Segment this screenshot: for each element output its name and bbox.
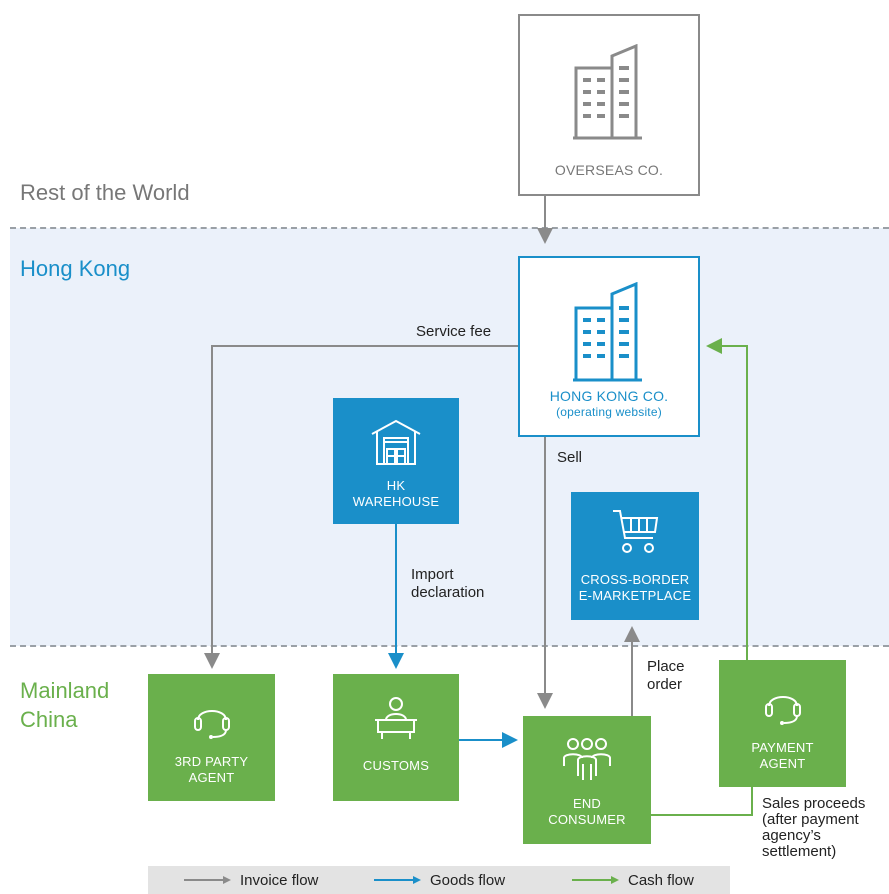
invoice-flow-service-fee (204, 345, 518, 669)
shopping-cart-icon (613, 510, 659, 553)
customs-node: CUSTOMS (333, 674, 459, 801)
hong-kong-company-sublabel: (operating website) (556, 405, 662, 419)
hk-warehouse-label: HK WAREHOUSE (352, 478, 440, 509)
legend: Invoice flow Goods flow Cash flow (148, 866, 730, 894)
building-icon (573, 282, 642, 382)
legend-invoice-flow: Invoice flow (184, 866, 318, 894)
legend-goods-flow: Goods flow (374, 866, 505, 894)
building-icon (573, 44, 642, 140)
end-consumer-label: END CONSUMER (548, 796, 626, 827)
hk-warehouse-node: HK WAREHOUSE (333, 398, 459, 524)
cash-flow-payment-agent-to-hk (706, 338, 748, 660)
headset-icon (193, 710, 230, 739)
cash-flow-consumer-to-payment-agent (651, 787, 753, 816)
hong-kong-company-label: HONG KONG CO. (549, 388, 669, 404)
region-label-mainland-china: Mainland China (20, 678, 110, 732)
end-consumer-node: END CONSUMER (523, 716, 651, 844)
grey-arrow-icon (184, 876, 231, 884)
lower-region-divider (10, 645, 889, 647)
legend-cash-flow: Cash flow (572, 866, 694, 894)
region-label-rest-of-world: Rest of the World (20, 180, 190, 205)
blue-arrow-icon (374, 876, 421, 884)
overseas-company-node: OVERSEAS CO. (518, 14, 700, 196)
payment-agent-label: PAYMENT AGENT (751, 740, 814, 771)
region-label-hong-kong: Hong Kong (20, 256, 131, 281)
warehouse-icon (371, 419, 421, 465)
service-fee-label: Service fee (416, 323, 492, 340)
customs-label: CUSTOMS (362, 758, 430, 773)
customs-officer-icon (375, 697, 417, 739)
third-party-agent-label: 3RD PARTY AGENT (174, 754, 249, 785)
sell-label: Sell (557, 449, 583, 466)
sales-proceeds-label: Sales proceeds (after payment agency’s s… (762, 795, 866, 860)
green-arrow-icon (572, 876, 619, 884)
payment-agent-node: PAYMENT AGENT (719, 660, 846, 787)
upper-region-divider (10, 227, 889, 229)
headset-icon (764, 696, 801, 725)
cross-border-marketplace-node: CROSS-BORDER E-MARKETPLACE (571, 492, 699, 620)
cross-border-marketplace-label: CROSS-BORDER E-MARKETPLACE (578, 572, 692, 603)
place-order-label: Place order (647, 658, 685, 693)
overseas-company-label: OVERSEAS CO. (554, 162, 664, 178)
third-party-agent-node: 3RD PARTY AGENT (148, 674, 275, 801)
import-declaration-label: Import declaration (411, 566, 485, 601)
people-group-icon (563, 738, 611, 780)
hong-kong-company-node: HONG KONG CO. (operating website) (518, 256, 700, 437)
